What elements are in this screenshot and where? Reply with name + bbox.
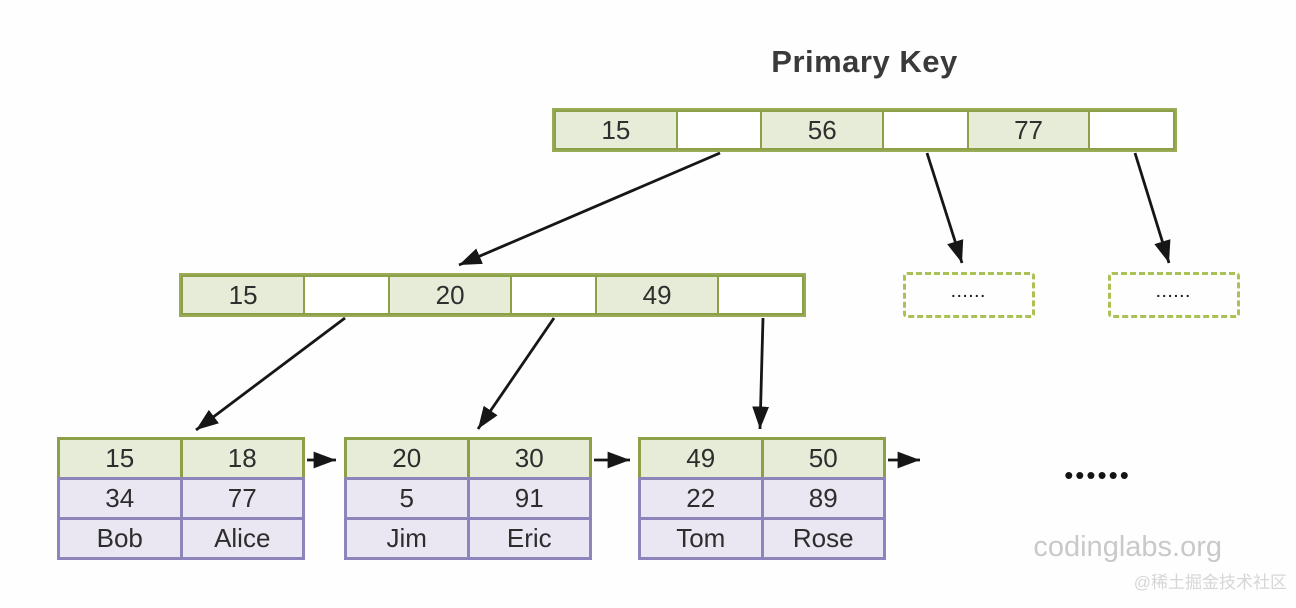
- community-watermark: @稀土掘金技术社区: [1133, 573, 1287, 592]
- leaf-data-cell: Rose: [760, 517, 886, 560]
- leaf-data-cell: 22: [638, 477, 764, 520]
- leaf-data-row: Bob Alice: [57, 517, 305, 560]
- leaf-data-cell: Bob: [57, 517, 183, 560]
- root-key-cell: 15: [554, 110, 678, 150]
- ellipsis-text: ......: [1156, 284, 1192, 300]
- leaf-key-row: 20 30: [344, 437, 592, 480]
- pointer-arrow-internal-to-leaf-3: [752, 317, 770, 430]
- leaf-data-cell: 34: [57, 477, 183, 520]
- pointer-arrow-root-to-dashed-2: [1133, 152, 1171, 264]
- internal-key-cell: 15: [181, 275, 306, 315]
- leaf-data-row: 5 91: [344, 477, 592, 520]
- leaf-data-cell: Jim: [344, 517, 470, 560]
- leaf-key-row: 15 18: [57, 437, 305, 480]
- site-watermark: codinglabs.org: [1033, 531, 1222, 563]
- internal-key-cell: 49: [595, 275, 720, 315]
- leaf-key-cell: 50: [760, 437, 886, 480]
- leaf-data-cell: Alice: [179, 517, 305, 560]
- leaf-key-cell: 30: [466, 437, 592, 480]
- root-pointer-cell: [675, 110, 763, 150]
- leaf-chain-ellipsis: ••••••: [1064, 460, 1131, 490]
- leaf-data-cell: 91: [466, 477, 592, 520]
- pointer-arrow-root-to-dashed-1: [925, 152, 964, 264]
- pointer-arrow-internal-to-leaf-2: [476, 317, 556, 430]
- primary-key-label: Primary Key: [771, 44, 958, 79]
- collapsed-node-placeholder: ......: [903, 272, 1035, 318]
- root-key-cell: 56: [760, 110, 885, 150]
- internal-pointer-cell: [717, 275, 804, 315]
- leaf-data-row: Jim Eric: [344, 517, 592, 560]
- ellipsis-text: ......: [951, 284, 987, 300]
- leaf-data-cell: 89: [760, 477, 886, 520]
- internal-pointer-cell: [303, 275, 390, 315]
- internal-key-cell: 20: [388, 275, 513, 315]
- root-pointer-cell: [1088, 110, 1175, 150]
- leaf-node-1: 15 18 34 77 Bob Alice: [57, 437, 305, 560]
- leaf-key-row: 49 50: [638, 437, 886, 480]
- root-key-cell: 77: [966, 110, 1091, 150]
- leaf-data-row: Tom Rose: [638, 517, 886, 560]
- root-pointer-cell: [882, 110, 969, 150]
- leaf-key-cell: 49: [638, 437, 764, 480]
- leaf-key-cell: 20: [344, 437, 470, 480]
- leaf-key-cell: 15: [57, 437, 183, 480]
- leaf-data-cell: 5: [344, 477, 470, 520]
- internal-pointer-cell: [510, 275, 597, 315]
- leaf-data-cell: 77: [179, 477, 305, 520]
- leaf-key-cell: 18: [179, 437, 305, 480]
- leaf-data-row: 34 77: [57, 477, 305, 520]
- pointer-arrow-root-to-internal: [458, 151, 721, 267]
- leaf-data-row: 22 89: [638, 477, 886, 520]
- pointer-arrow-internal-to-leaf-1: [195, 316, 346, 432]
- leaf-data-cell: Tom: [638, 517, 764, 560]
- btree-root-node: 15 56 77: [552, 108, 1177, 152]
- btree-internal-node: 15 20 49: [179, 273, 806, 317]
- leaf-node-3: 49 50 22 89 Tom Rose: [638, 437, 886, 560]
- collapsed-node-placeholder: ......: [1108, 272, 1240, 318]
- leaf-node-2: 20 30 5 91 Jim Eric: [344, 437, 592, 560]
- leaf-data-cell: Eric: [466, 517, 592, 560]
